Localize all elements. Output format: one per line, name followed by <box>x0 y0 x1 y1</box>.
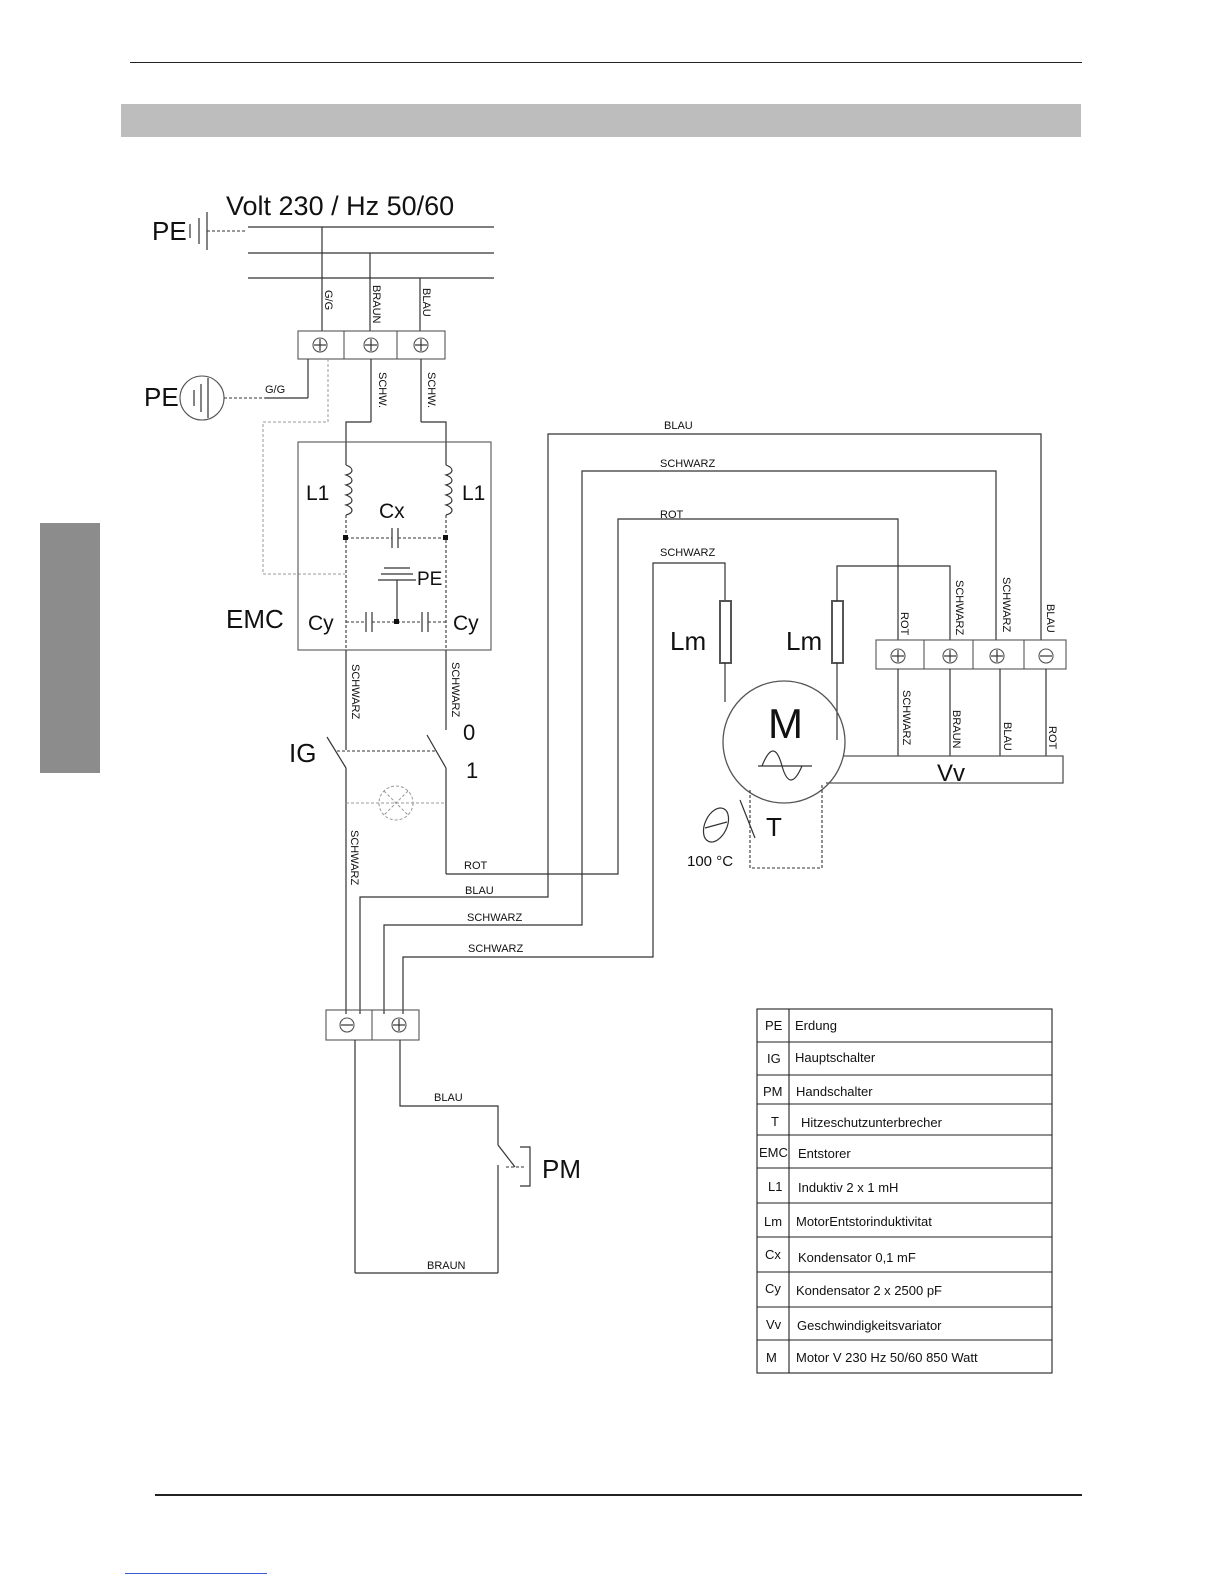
wire-label-schwarz-lower-2: SCHWARZ <box>468 943 523 955</box>
capacitors-cy <box>346 612 446 632</box>
wire-label-schw-2: SCHW. <box>425 372 437 408</box>
speed-variator-vv <box>826 755 1064 784</box>
legend-key: T <box>771 1114 779 1129</box>
legend-key: L1 <box>768 1179 782 1194</box>
legend-value: Erdung <box>795 1018 837 1033</box>
wire-label-schwarz-term-1: SCHWARZ <box>953 580 965 635</box>
lamp-icon <box>346 785 446 821</box>
ig-label: IG <box>289 738 316 768</box>
inductor-lm-left <box>719 600 732 664</box>
l1-label-left: L1 <box>306 482 329 505</box>
legend-key: Vv <box>766 1317 782 1332</box>
wire-label-rot-route: ROT <box>660 509 684 521</box>
inductor-l1-left <box>343 464 353 516</box>
terminal-block-right <box>875 639 1067 670</box>
terminal-block-bottom <box>325 1009 420 1041</box>
wire-label-blau-vv: BLAU <box>1001 722 1013 751</box>
legend-value: Hitzeschutzunterbrecher <box>801 1115 943 1130</box>
bottom-rule <box>155 1494 1082 1496</box>
earth-circle-icon <box>179 359 309 421</box>
inductor-lm-right <box>831 600 844 664</box>
pm-circuit <box>354 1040 531 1274</box>
switch-pos-1: 1 <box>466 758 478 783</box>
wire-label-rot-lower: ROT <box>464 860 488 872</box>
pe-label-mid: PE <box>144 382 179 412</box>
top-rule <box>130 62 1082 63</box>
legend-value: Geschwindigkeitsvariator <box>797 1318 942 1333</box>
cy-label-right: Cy <box>453 612 479 635</box>
legend-key: PM <box>763 1084 783 1099</box>
legend-key: EMC <box>759 1145 788 1160</box>
pm-label: PM <box>542 1154 581 1184</box>
cy-label-left: Cy <box>308 612 334 635</box>
wire-label-blau-pm: BLAU <box>434 1092 463 1104</box>
lm-label-right: Lm <box>786 626 822 656</box>
vv-label: Vv <box>937 760 965 787</box>
legend-value: Motor V 230 Hz 50/60 850 Watt <box>796 1350 978 1365</box>
legend-key: Cy <box>765 1281 781 1296</box>
legend-value: Induktiv 2 x 1 mH <box>798 1180 898 1195</box>
cx-label: Cx <box>379 500 405 523</box>
wire-label-blau-top: BLAU <box>420 288 432 317</box>
wire-label-gg-mid: G/G <box>265 384 285 396</box>
wire-label-blau-lower: BLAU <box>465 885 494 897</box>
emc-pe-label: PE <box>417 569 442 590</box>
legend-value: Hauptschalter <box>795 1050 876 1065</box>
wire-label-braun-vv: BRAUN <box>950 710 962 749</box>
legend-value: Kondensator 0,1 mF <box>798 1250 916 1265</box>
wire-label-braun-top: BRAUN <box>370 285 382 324</box>
inductor-l1-right <box>443 464 453 516</box>
motor-m <box>722 680 846 804</box>
wire-label-braun-pm: BRAUN <box>427 1260 466 1272</box>
wire-label-schwarz-emc-left: SCHWARZ <box>349 664 361 719</box>
legend-table <box>756 1008 1053 1374</box>
side-tab <box>40 523 100 773</box>
wire-label-rot-term: ROT <box>898 612 910 636</box>
switch-pos-0: 0 <box>463 720 475 745</box>
lm-label-left: Lm <box>670 626 706 656</box>
routed-wires <box>359 433 1042 1014</box>
capacitor-cx <box>343 528 448 548</box>
emc-label: EMC <box>226 604 284 634</box>
motor-label: M <box>768 700 803 747</box>
legend-key: PE <box>765 1018 783 1033</box>
emc-pe-ground-icon <box>378 567 416 620</box>
wire-label-schwarz-term-2: SCHWARZ <box>1000 577 1012 632</box>
header-band <box>121 104 1081 137</box>
supply-title: Volt 230 / Hz 50/60 <box>226 191 454 221</box>
bottom-link-underline <box>125 1573 267 1574</box>
wire-label-schwarz-vv: SCHWARZ <box>900 690 912 745</box>
legend-value: Handschalter <box>796 1084 873 1099</box>
terminal-block-top <box>297 330 446 360</box>
legend-value: MotorEntstorinduktivitat <box>796 1214 932 1229</box>
wire-label-schwarz-emc-right: SCHWARZ <box>449 662 461 717</box>
temperature-label: 100 °C <box>687 853 733 870</box>
wire-label-blau-term: BLAU <box>1044 604 1056 633</box>
pe-label-top: PE <box>152 216 187 246</box>
wire-label-schw-1: SCHW. <box>376 372 388 408</box>
earth-symbol-top <box>189 212 245 250</box>
wire-label-schwarz-ig: SCHWARZ <box>348 830 360 885</box>
legend-key: Lm <box>764 1214 782 1229</box>
thermal-cutout-t <box>702 785 823 869</box>
t-label: T <box>766 812 782 842</box>
wire-label-schwarz-route-1: SCHWARZ <box>660 458 715 470</box>
main-switch-ig <box>326 734 447 1014</box>
legend-value: Entstorer <box>798 1146 851 1161</box>
emc-box <box>297 441 492 651</box>
supply-lines <box>248 226 494 331</box>
wire-label-schwarz-route-2: SCHWARZ <box>660 547 715 559</box>
legend-key: IG <box>767 1051 781 1066</box>
wire-label-blau-route: BLAU <box>664 420 693 432</box>
l1-label-right: L1 <box>462 482 485 505</box>
legend-key: Cx <box>765 1247 781 1262</box>
wire-label-schwarz-lower-1: SCHWARZ <box>467 912 522 924</box>
wire-label-rot-vv: ROT <box>1046 726 1058 750</box>
legend-key: M <box>766 1350 777 1365</box>
legend-value: Kondensator 2 x 2500 pF <box>796 1283 942 1298</box>
wire-label-gg-top: G/G <box>322 290 334 310</box>
pe-dotted-path <box>262 359 345 575</box>
